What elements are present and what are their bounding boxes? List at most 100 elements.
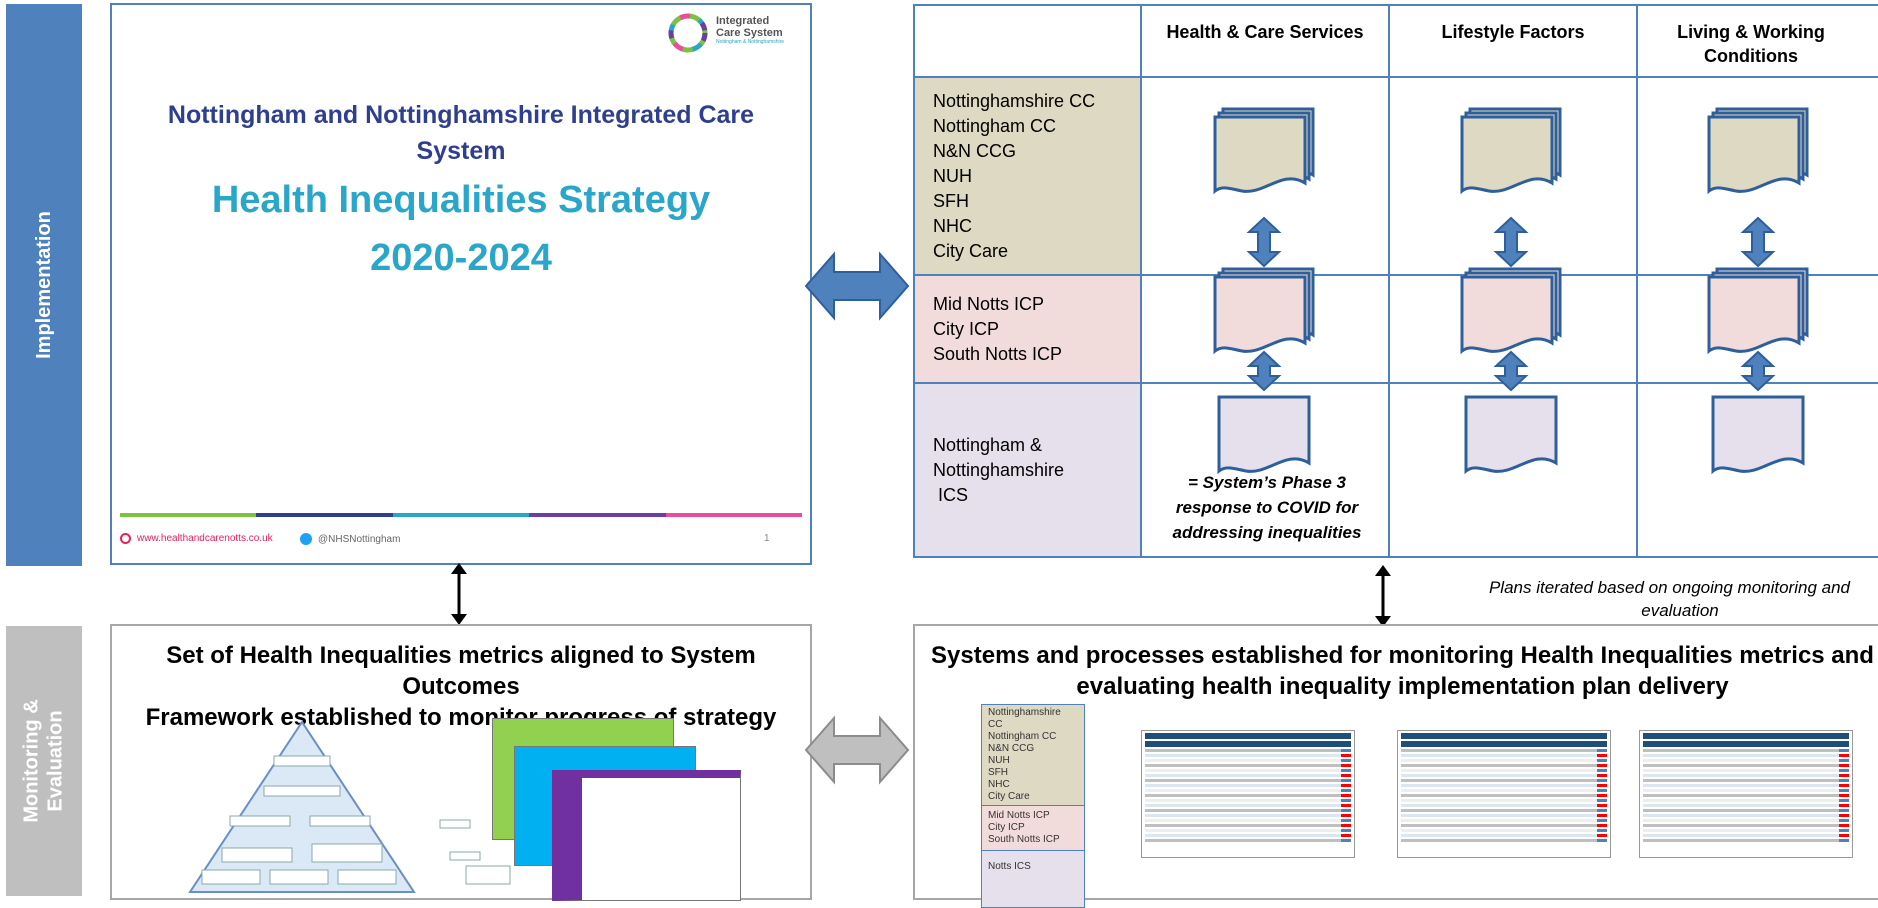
sheet-row xyxy=(1643,749,1849,752)
sheet-row xyxy=(1643,754,1849,757)
sheet-row xyxy=(1643,784,1849,787)
sheet-row xyxy=(1643,759,1849,762)
sheet-row xyxy=(1145,824,1351,827)
sheet-row xyxy=(1145,764,1351,767)
grey-double-arrow-icon xyxy=(804,715,910,785)
sheet-row xyxy=(1145,759,1351,762)
outcomes-pyramid-thumbnail xyxy=(188,720,511,893)
sheet-row xyxy=(1643,789,1849,792)
sheet-row xyxy=(1643,824,1849,827)
sheet-row xyxy=(1643,829,1849,832)
sheet-row xyxy=(1401,814,1607,817)
sheet-row xyxy=(1401,764,1607,767)
globe-icon xyxy=(120,533,131,544)
sheet-row xyxy=(1145,839,1351,842)
grid-cell xyxy=(1388,76,1638,276)
row-label-ics: Nottingham & Nottinghamshire ICS xyxy=(913,382,1142,558)
sheet-row xyxy=(1401,779,1607,782)
vertical-arrow-right-icon xyxy=(1375,565,1391,627)
twitter-icon xyxy=(300,533,312,545)
sheet-row xyxy=(1145,754,1351,757)
monitoring-label-bar: Monitoring & Evaluation xyxy=(6,626,82,896)
twitter-link[interactable]: @NHSNottingham xyxy=(300,533,400,545)
sheet-row xyxy=(1145,769,1351,772)
sheet-row xyxy=(1145,804,1351,807)
slide-page-number: 1 xyxy=(764,533,770,544)
column-header-health-care: Health & Care Services xyxy=(1140,4,1390,78)
covid-response-note: = System’s Phase 3 response to COVID for… xyxy=(1172,473,1362,542)
sheet-row xyxy=(1401,829,1607,832)
grid-cell xyxy=(1140,274,1390,384)
sheet-row xyxy=(1643,794,1849,797)
website-link[interactable]: www.healthandcarenotts.co.uk xyxy=(120,533,273,544)
grid-cell xyxy=(1388,274,1638,384)
sheet-row xyxy=(1401,774,1607,777)
sheet-row xyxy=(1401,749,1607,752)
ownership-grid: Health & Care Services Lifestyle Factors… xyxy=(913,4,1878,558)
sheet-row xyxy=(1401,834,1607,837)
sheet-header-row xyxy=(1643,741,1849,747)
mini-org-table: Nottinghamshire CC Nottingham CC N&N CCG… xyxy=(981,704,1085,908)
sheet-row xyxy=(1145,749,1351,752)
vertical-arrow-left-icon xyxy=(451,563,467,625)
ics-logo-icon xyxy=(668,13,708,53)
sheet-row xyxy=(1643,834,1849,837)
sheet-row xyxy=(1145,794,1351,797)
sheet-row xyxy=(1145,834,1351,837)
sheet-row xyxy=(1643,839,1849,842)
iteration-note: Plans iterated based on ongoing monitori… xyxy=(1488,578,1850,620)
sheet-row xyxy=(1145,809,1351,812)
sheet-header-row xyxy=(1643,733,1849,739)
sheet-row xyxy=(1401,759,1607,762)
sheet-row xyxy=(1643,819,1849,822)
monitoring-spreadsheet-thumbnail xyxy=(1141,730,1355,858)
sheet-row xyxy=(1401,824,1607,827)
monitoring-spreadsheet-thumbnail xyxy=(1639,730,1853,858)
column-header-lifestyle: Lifestyle Factors xyxy=(1388,4,1638,78)
row-label-icps: Mid Notts ICP City ICP South Notts ICP xyxy=(913,274,1142,384)
sheet-row xyxy=(1401,799,1607,802)
row-label-organisations: Nottinghamshire CC Nottingham CC N&N CCG… xyxy=(913,76,1142,276)
sheet-row xyxy=(1643,769,1849,772)
grid-corner xyxy=(913,4,1142,78)
sheet-header-row xyxy=(1401,741,1607,747)
column-header-living-working: Living & Working Conditions xyxy=(1636,4,1878,78)
sheet-row xyxy=(1643,774,1849,777)
logo-text: Integrated Care System Nottingham & Nott… xyxy=(716,15,785,45)
strategy-title: Health Inequalities Strategy 2020-2024 xyxy=(211,179,711,279)
sheet-header-row xyxy=(1145,741,1351,747)
sheet-header-row xyxy=(1401,733,1607,739)
sheet-row xyxy=(1401,784,1607,787)
systems-panel: Systems and processes established for mo… xyxy=(913,624,1878,908)
implementation-label-bar: Implementation xyxy=(6,4,82,566)
sheet-row xyxy=(1643,804,1849,807)
grid-cell xyxy=(1388,382,1638,558)
sheet-header-row xyxy=(1145,733,1351,739)
metrics-tables-thumbnail xyxy=(492,718,741,901)
sheet-row xyxy=(1401,794,1607,797)
sheet-row xyxy=(1401,819,1607,822)
slide-title: Nottingham and Nottinghamshire Integrate… xyxy=(167,101,755,165)
sheet-row xyxy=(1145,819,1351,822)
monitoring-label: Monitoring & Evaluation xyxy=(21,699,67,823)
implementation-label: Implementation xyxy=(33,211,56,359)
sheet-row xyxy=(1401,789,1607,792)
sheet-row xyxy=(1401,839,1607,842)
sheet-row xyxy=(1145,829,1351,832)
metrics-panel: Set of Health Inequalities metrics align… xyxy=(110,624,812,901)
sheet-row xyxy=(1643,809,1849,812)
grid-cell xyxy=(1636,274,1878,384)
sheet-row xyxy=(1145,799,1351,802)
sheet-row xyxy=(1145,779,1351,782)
grid-cell xyxy=(1636,76,1878,276)
sheet-row xyxy=(1401,809,1607,812)
sheet-row xyxy=(1643,814,1849,817)
grid-cell xyxy=(1140,76,1390,276)
systems-panel-title: Systems and processes established for mo… xyxy=(931,642,1874,700)
sheet-row xyxy=(1401,754,1607,757)
double-arrow-icon xyxy=(804,251,910,321)
sheet-row xyxy=(1643,799,1849,802)
sheet-row xyxy=(1401,804,1607,807)
sheet-row xyxy=(1145,814,1351,817)
sheet-row xyxy=(1643,779,1849,782)
